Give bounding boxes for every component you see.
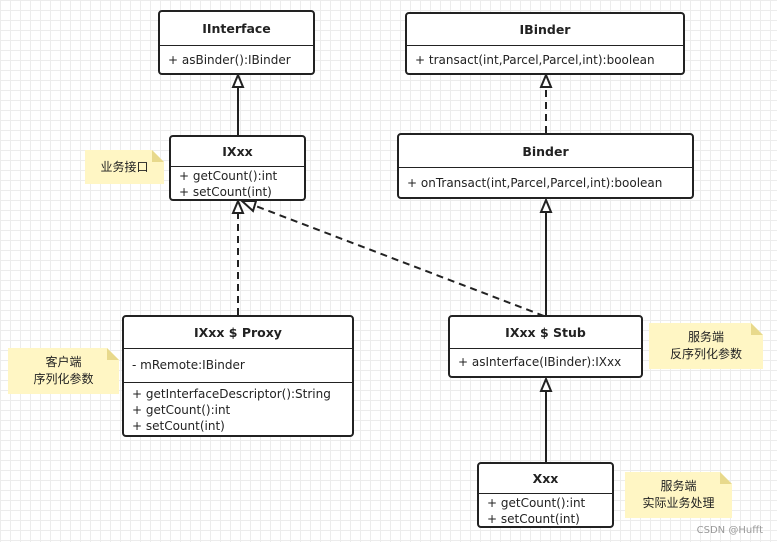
class-proxy-title: IXxx $ Proxy [124,317,352,349]
class-binder-methods: + onTransact(int,Parcel,Parcel,int):bool… [399,168,692,194]
note-client: 客户端 序列化参数 [8,348,119,394]
class-xxx-methods: + getCount():int + setCount(int) [479,494,612,530]
class-stub[interactable]: IXxx $ Stub + asInterface(IBinder):IXxx [448,315,643,378]
class-xxx-title: Xxx [479,464,612,494]
class-binder-title: Binder [399,135,692,168]
method: + setCount(int) [132,419,225,433]
class-proxy-fields: - mRemote:IBinder [124,349,352,383]
class-iinterface-methods: + asBinder():IBinder [160,46,313,71]
note-text: 客户端 [45,355,82,369]
class-ibinder-title: IBinder [407,14,683,46]
class-iinterface-title: IInterface [160,12,313,46]
ibinder-arrowhead-icon [539,72,553,88]
class-iinterface[interactable]: IInterface + asBinder():IBinder [158,10,315,75]
note-text: 实际业务处理 [642,496,715,510]
stub-implements-ixxx-line [252,204,545,317]
method: + onTransact(int,Parcel,Parcel,int):bool… [407,176,663,190]
method: + getCount():int [132,403,231,417]
class-ixxx-title: IXxx [171,137,304,167]
method: + setCount(int) [487,512,580,526]
class-xxx[interactable]: Xxx + getCount():int + setCount(int) [477,462,614,528]
note-text: 反序列化参数 [669,347,742,361]
class-stub-methods: + asInterface(IBinder):IXxx [450,349,641,373]
note-text: 业务接口 [100,159,149,174]
ixxx-diagonal-arrowhead-icon [239,200,258,213]
class-ibinder[interactable]: IBinder + transact(int,Parcel,Parcel,int… [405,12,685,75]
iinterface-arrowhead-icon [231,72,245,88]
class-proxy-methods: + getInterfaceDescriptor():String + getC… [124,383,352,437]
class-ixxx-methods: + getCount():int + setCount(int) [171,167,304,203]
note-server-deserialize: 服务端 反序列化参数 [649,323,763,369]
field: - mRemote:IBinder [132,358,245,372]
method: + transact(int,Parcel,Parcel,int):boolea… [415,53,655,67]
method: + getInterfaceDescriptor():String [132,387,331,401]
method: + asBinder():IBinder [168,53,291,67]
method: + asInterface(IBinder):IXxx [458,355,622,369]
method: + setCount(int) [179,185,272,199]
class-ibinder-methods: + transact(int,Parcel,Parcel,int):boolea… [407,46,683,71]
note-server-logic: 服务端 实际业务处理 [625,472,732,518]
ixxx-arrowhead-icon [231,198,245,214]
class-proxy[interactable]: IXxx $ Proxy - mRemote:IBinder + getInte… [122,315,354,437]
note-text: 序列化参数 [33,372,94,386]
note-text: 服务端 [660,479,697,493]
stub-arrowhead-icon [539,376,553,392]
watermark: CSDN @Hufft [696,525,763,536]
method: + getCount():int [487,496,586,510]
class-ixxx[interactable]: IXxx + getCount():int + setCount(int) [169,135,306,201]
note-text: 服务端 [687,330,724,344]
method: + getCount():int [179,169,278,183]
class-binder[interactable]: Binder + onTransact(int,Parcel,Parcel,in… [397,133,694,199]
binder-arrowhead-icon [539,197,553,213]
note-business-interface: 业务接口 [85,150,164,184]
class-stub-title: IXxx $ Stub [450,317,641,349]
